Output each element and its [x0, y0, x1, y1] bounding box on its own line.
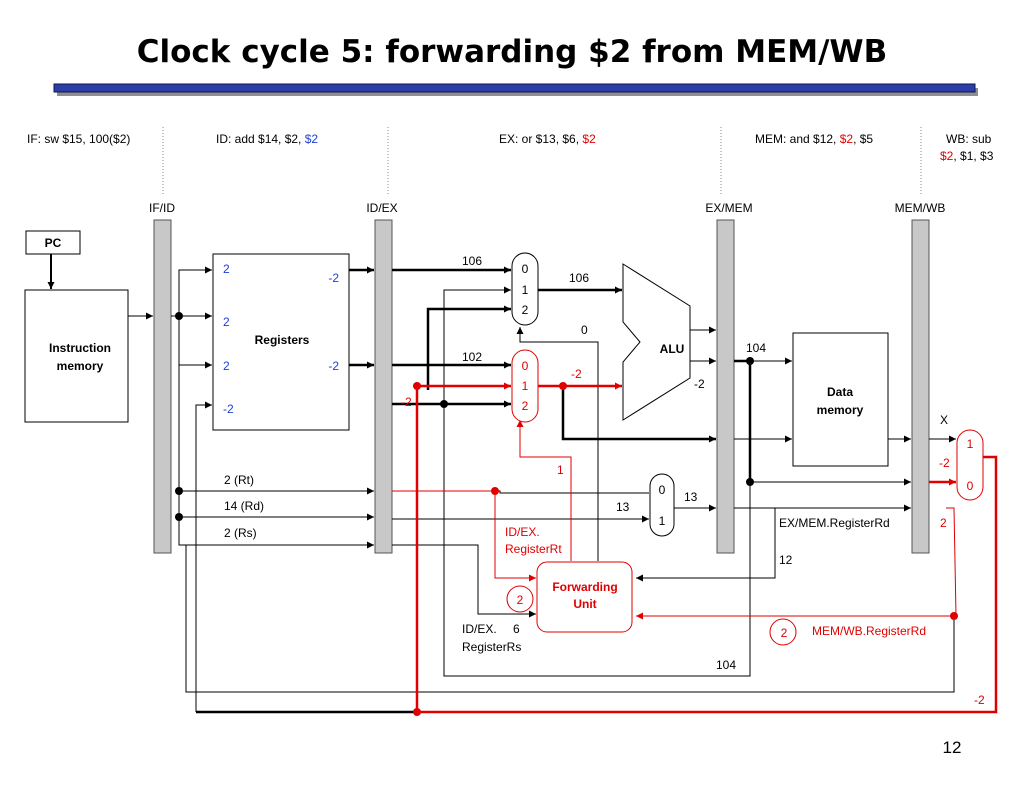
alu-result-value: 104: [746, 341, 766, 355]
stage-label-if: IF: sw $15, 100($2): [27, 132, 130, 146]
if-id-register: [153, 219, 172, 554]
instruction-memory-label-1: Instruction: [49, 341, 111, 355]
id-ex-rt-value-badge: [506, 585, 534, 613]
instruction-memory-label-2: memory: [57, 359, 104, 373]
stage-label-wb: WB: sub: [946, 132, 992, 146]
read-reg-2-value: 2: [223, 315, 230, 329]
mux-b-in0-value: 102: [462, 350, 482, 364]
mux-a-out-value: 106: [569, 271, 589, 285]
mux-a-input-0: 0: [522, 262, 529, 276]
mem-wb-rd-value-right: 2: [940, 516, 947, 530]
if-id-label: IF/ID: [149, 201, 175, 215]
mux-dest-out-value: 13: [684, 490, 698, 504]
mux-a-in0-value: 106: [462, 254, 482, 268]
mem-wb-rd-value-badge: [769, 618, 797, 646]
read-data-2-value: -2: [328, 359, 339, 373]
id-ex-label: ID/EX: [366, 201, 397, 215]
mux-wb-input-1: 1: [967, 437, 974, 451]
mux-b-input-2: 2: [522, 399, 529, 413]
mem-wb-rd-value: 2: [781, 626, 788, 640]
stage-label-mem: MEM: and $12, $2, $5: [755, 132, 873, 146]
mem-wb-register: [911, 219, 930, 554]
page-number: 12: [943, 738, 962, 757]
id-ex-rt-value: 2: [517, 593, 524, 607]
mux-dest-input-1: 1: [659, 514, 666, 528]
title-underline: [53, 83, 978, 96]
forward-b-mux: [511, 349, 539, 423]
slide-title: Clock cycle 5: forwarding $2 from MEM/WB: [136, 34, 888, 70]
stage-label-id: ID: add $14, $2, $2: [216, 132, 318, 146]
id-ex-rt-label-2: RegisterRt: [505, 542, 562, 556]
alu-label: ALU: [660, 342, 685, 356]
mux-a-input-1: 1: [522, 283, 529, 297]
ex-mem-register: [716, 219, 735, 554]
stage-label-wb-regs: $2, $1, $3: [940, 149, 994, 163]
instruction-memory-block: [24, 289, 129, 423]
mux-a-input-2: 2: [522, 303, 529, 317]
mem-wb-label: MEM/WB: [895, 201, 946, 215]
rd-field-label: 14 (Rd): [224, 499, 264, 513]
id-ex-rt-label-1: ID/EX.: [505, 525, 540, 539]
forwarding-unit-label-2: Unit: [573, 597, 596, 611]
stage-label-ex: EX: or $13, $6, $2: [499, 132, 596, 146]
register-file-block: [212, 253, 350, 431]
pc-label: PC: [45, 236, 62, 250]
id-ex-register: [374, 219, 393, 554]
mux-wb-input-0: 0: [967, 479, 974, 493]
data-memory-block: [792, 332, 889, 467]
wb-x-value: X: [940, 413, 948, 427]
junction-dots: [175, 312, 958, 716]
read-data-1-value: -2: [328, 271, 339, 285]
id-ex-rs-label-2: RegisterRs: [462, 640, 521, 654]
forward-a-mux: [511, 252, 539, 326]
stage-dividers: [162, 127, 922, 196]
rs-field-label: 2 (Rs): [224, 526, 257, 540]
id-ex-rs-value: 6: [513, 622, 520, 636]
mux-b-in1-value: -2: [401, 395, 412, 409]
alu-b-value: -2: [694, 377, 705, 391]
data-memory-label-1: Data: [827, 385, 853, 399]
forwarding-unit-block: [536, 561, 633, 633]
data-wires: [196, 266, 752, 714]
reg-dst-mux: [649, 473, 675, 537]
wb-mux-in-value: -2: [939, 456, 950, 470]
ex-mem-rd-label: EX/MEM.RegisterRd: [779, 516, 890, 530]
ex-mem-rd-value: 12: [779, 553, 793, 567]
id-ex-rs-label-1: ID/EX.: [462, 622, 497, 636]
control-wires: [128, 266, 956, 712]
forwarding-unit-label-1: Forwarding: [552, 580, 617, 594]
read-reg-1-value: 2: [223, 262, 230, 276]
mux-b-input-0: 0: [522, 359, 529, 373]
rt-field-label: 2 (Rt): [224, 473, 254, 487]
register-file-label: Registers: [255, 333, 310, 347]
mem-wb-rd-label: MEM/WB.RegisterRd: [812, 624, 926, 638]
mem-to-reg-mux: [956, 429, 984, 501]
ex-mem-result-value: 104: [716, 658, 736, 672]
mux-b-input-1: 1: [522, 379, 529, 393]
ex-mem-label: EX/MEM: [705, 201, 752, 215]
write-data-value: -2: [223, 402, 234, 416]
mux-b-select-value: 1: [557, 463, 564, 477]
write-reg-value: 2: [223, 359, 230, 373]
mux-b-out-value: -2: [571, 367, 582, 381]
alu-block: [622, 263, 691, 421]
forwarding-path-wires: [392, 382, 998, 714]
mux-dest-input-0: 0: [659, 483, 666, 497]
pc-block: [25, 230, 81, 255]
data-memory-label-2: memory: [817, 403, 864, 417]
wb-value: -2: [974, 693, 985, 707]
mux-a-select-value: 0: [581, 323, 588, 337]
mux-dest-in-value: 13: [616, 500, 630, 514]
